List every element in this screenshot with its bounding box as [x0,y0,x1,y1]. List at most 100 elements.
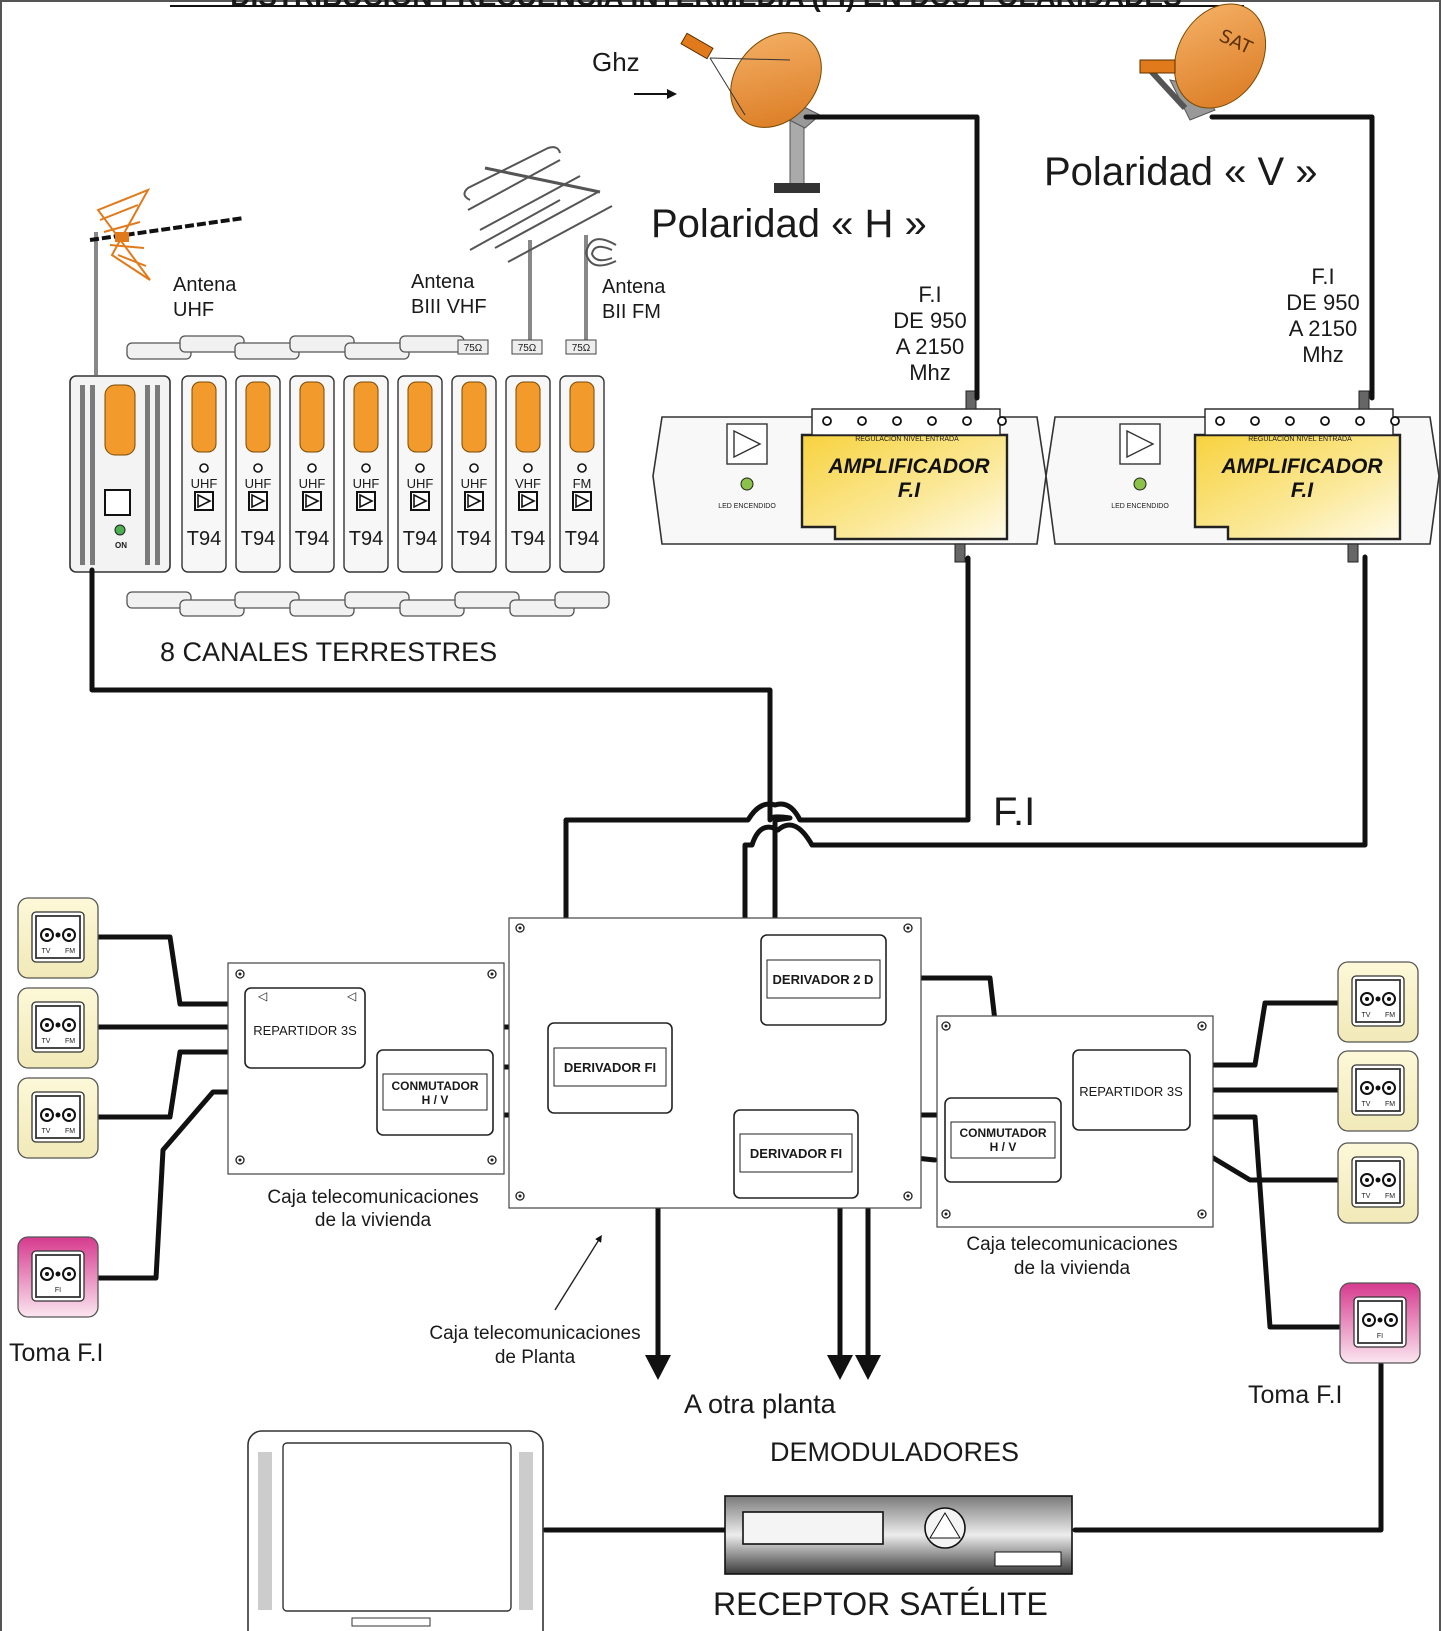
toma-fi-left-label: Toma F.I [9,1339,103,1367]
module-band-label: UHF [407,476,434,491]
next-floor-label: A otra planta [684,1389,837,1419]
tv-fm-socket-left-1: TV FM [17,897,99,979]
amplifier-subtitle: F.I [1291,479,1314,502]
toma-fi-right-label: Toma F.I [1248,1381,1342,1409]
impedance-label: 75Ω [572,343,591,354]
led-label: LED ENCENDIDO [718,503,776,510]
repartidor-3s-right: REPARTIDOR 3S [1072,1049,1191,1131]
socket-tv-label: TV [42,1128,51,1135]
module-code-label: T94 [295,528,329,550]
fi-socket-right: FI [1339,1282,1421,1364]
svg-text:CONMUTADOR: CONMUTADOR [959,1126,1046,1140]
svg-text:REPARTIDOR 3S: REPARTIDOR 3S [253,1023,357,1038]
down-arrows [645,1355,881,1380]
channel-module-1: UHF T94 [181,375,227,573]
svg-text:DE 950: DE 950 [893,308,966,333]
satellite-receiver [724,1495,1073,1575]
module-band-label: UHF [191,476,218,491]
module-band-label: UHF [299,476,326,491]
svg-text:DERIVADOR FI: DERIVADOR FI [750,1146,842,1161]
fi-bus-label: F.I [993,790,1035,834]
satellite-dish-v: SAT [1139,3,1267,121]
conmutador-hv-right: CONMUTADOR H / V [944,1097,1062,1183]
terrestrial-module-rack: ON [69,335,610,617]
svg-text:Mhz: Mhz [1302,342,1344,367]
module-band-label: UHF [353,476,380,491]
demodulators-label: DEMODULADORES [770,1437,1019,1467]
module-code-label: T94 [187,528,221,550]
vhf-antenna-label: Antena [411,271,475,293]
uhf-antenna-label: Antena [173,274,237,296]
module-code-label: T94 [565,528,599,550]
socket-fi-label: FI [55,1287,61,1294]
socket-tv-label: TV [42,1038,51,1045]
svg-text:CONMUTADOR: CONMUTADOR [391,1079,478,1093]
fm-antenna-label: Antena [602,276,666,298]
fi-socket-left: FI [17,1236,99,1318]
svg-text:F.I: F.I [1311,264,1334,289]
polarity-h-label: Polaridad « H » [651,202,927,246]
ghz-label: Ghz [592,47,640,77]
floor-box-pointer [554,1235,602,1311]
fm-antenna-label-2: BII FM [602,301,661,323]
derivador-2d: DERIVADOR 2 D [760,934,887,1026]
regulation-label: REGULACIÓN NIVEL ENTRADA [1248,434,1352,443]
fi-range-v: F.I DE 950 A 2150 Mhz [1286,264,1359,367]
derivador-fi-lower: DERIVADOR FI [733,1109,859,1199]
channel-module-5: UHF T94 [397,375,443,573]
socket-fm-label: FM [65,1038,75,1045]
socket-tv-label: TV [42,948,51,955]
svg-text:H / V: H / V [990,1140,1017,1154]
tv-fm-socket-left-2: TV FM [17,987,99,1069]
impedance-label: 75Ω [464,343,483,354]
svg-text:A 2150: A 2150 [1289,316,1358,341]
satellite-dish-h [680,32,822,193]
socket-fm-label: FM [65,1128,75,1135]
vhf-antenna-label-2: BIII VHF [411,296,487,318]
regulation-label: REGULACIÓN NIVEL ENTRADA [855,434,959,443]
television [247,1430,544,1631]
amplifier-title: AMPLIFICADOR [828,455,991,478]
socket-fm-label: FM [1385,1101,1395,1108]
svg-text:REPARTIDOR 3S: REPARTIDOR 3S [1079,1084,1183,1099]
led-label: LED ENCENDIDO [1111,503,1169,510]
floor-box-label: Caja telecomunicaciones [429,1323,640,1344]
amplifier-subtitle: F.I [898,479,921,502]
vhf-antenna [463,146,613,345]
floor-box-label-2: de Planta [495,1347,576,1368]
socket-tv-label: TV [1362,1101,1371,1108]
fm-antenna [584,235,617,345]
channels-label: 8 CANALES TERRESTRES [160,637,497,667]
module-band-label: VHF [515,476,541,491]
svg-text:◁: ◁ [347,989,357,1003]
home-box-left-label-2: de la vivienda [315,1210,432,1231]
tv-fm-socket-left-3: TV FM [17,1077,99,1159]
fi-range-h: F.I DE 950 A 2150 Mhz [893,282,966,385]
socket-fm-label: FM [1385,1012,1395,1019]
socket-fm-label: FM [65,948,75,955]
svg-text:DERIVADOR FI: DERIVADOR FI [564,1060,656,1075]
uhf-antenna-label-2: UHF [173,299,214,321]
conmutador-hv-left: CONMUTADOR H / V [376,1049,494,1136]
svg-text:F.I: F.I [918,282,941,307]
repartidor-3s-left: REPARTIDOR 3S ◁◁ [244,987,366,1069]
home-box-right-label: Caja telecomunicaciones [966,1234,1177,1255]
uhf-antenna [89,188,245,375]
module-code-label: T94 [403,528,437,550]
svg-text:DERIVADOR 2 D: DERIVADOR 2 D [773,972,874,987]
receiver-label: RECEPTOR SATÉLITE [713,1586,1048,1622]
module-band-label: UHF [461,476,488,491]
svg-text:DE 950: DE 950 [1286,290,1359,315]
module-code-label: T94 [511,528,545,550]
